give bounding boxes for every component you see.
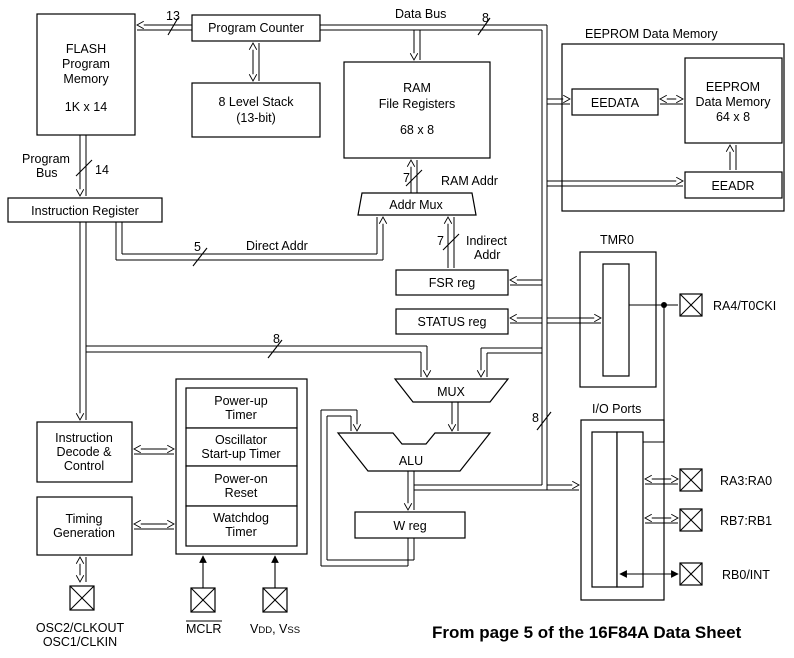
svg-text:8 Level Stack: 8 Level Stack xyxy=(218,95,294,109)
svg-text:EEPROM Data Memory: EEPROM Data Memory xyxy=(585,27,718,41)
alu-shape: ALU xyxy=(336,432,492,472)
instruction-register-box: Instruction Register xyxy=(7,197,163,223)
svg-text:Reset: Reset xyxy=(225,486,258,500)
svg-text:(13-bit): (13-bit) xyxy=(236,111,276,125)
svg-text:Memory: Memory xyxy=(63,72,109,86)
pin-ra3-label: RA3:RA0 xyxy=(720,474,772,488)
program-bus-label-2: Bus xyxy=(36,166,58,180)
indirect-addr-label-2: Addr xyxy=(474,248,500,262)
pin-ra3-icon xyxy=(679,468,703,492)
pin-rb7-label: RB7:RB1 xyxy=(720,514,772,528)
pin-labels: RA4/T0CKI RA3:RA0 RB7:RB1 RB0/INT OSC2/C… xyxy=(36,299,776,649)
svg-text:Instruction Register: Instruction Register xyxy=(31,204,139,218)
svg-text:1K x 14: 1K x 14 xyxy=(65,100,107,114)
stack-box: 8 Level Stack (13-bit) xyxy=(191,82,321,138)
wdt-label: Watchdog xyxy=(213,511,269,525)
pin-ra4-label: RA4/T0CKI xyxy=(713,299,776,313)
program-bus-label-1: Program xyxy=(22,152,70,166)
w-reg-box: W reg xyxy=(354,511,466,539)
svg-text:File Registers: File Registers xyxy=(379,97,455,111)
ram-file-registers: RAM File Registers 68 x 8 xyxy=(343,61,491,159)
svg-text:Timing: Timing xyxy=(65,512,102,526)
program-counter-box: Program Counter xyxy=(191,14,321,42)
svg-text:EEADR: EEADR xyxy=(711,179,754,193)
svg-text:Data Memory: Data Memory xyxy=(695,95,771,109)
pin-vdd-label: VDD, VSS xyxy=(250,622,300,636)
signal-wires xyxy=(199,302,679,588)
svg-text:MUX: MUX xyxy=(437,385,465,399)
pin-rb7-icon xyxy=(679,508,703,532)
ram-addr-label: RAM Addr xyxy=(441,174,498,188)
timing-generation-box: Timing Generation xyxy=(36,496,133,556)
bus-lines: 13 Data Bus 8 Program Bus 14 xyxy=(22,7,737,583)
por-label: Power-on xyxy=(214,472,268,486)
pin-osc-label-2: OSC1/CLKIN xyxy=(43,635,117,649)
bus-13-label: 13 xyxy=(166,9,180,23)
pin-ra4-icon xyxy=(679,293,703,317)
instruction-decode-box: Instruction Decode & Control xyxy=(36,421,133,483)
svg-text:Timer: Timer xyxy=(225,408,256,422)
mux-trapezoid: MUX xyxy=(393,378,510,403)
svg-text:Program Counter: Program Counter xyxy=(208,21,304,35)
svg-text:EEPROM: EEPROM xyxy=(706,80,760,94)
svg-text:Timer: Timer xyxy=(225,525,256,539)
pin-rb0-icon xyxy=(679,562,703,586)
svg-text:I/O Ports: I/O Ports xyxy=(592,402,641,416)
svg-text:STATUS reg: STATUS reg xyxy=(418,315,487,329)
osc-startup-label: Oscillator xyxy=(215,433,267,447)
svg-text:Control: Control xyxy=(64,459,104,473)
svg-text:ALU: ALU xyxy=(399,454,423,468)
svg-text:Program: Program xyxy=(62,57,110,71)
bus-14-label: 14 xyxy=(95,163,109,177)
io-ports-block: I/O Ports xyxy=(580,402,665,601)
svg-text:Addr Mux: Addr Mux xyxy=(389,198,443,212)
svg-text:68 x 8: 68 x 8 xyxy=(400,123,434,137)
bus-8-mid-label: 8 xyxy=(273,332,280,346)
pin-icons xyxy=(69,293,703,613)
svg-text:Decode &: Decode & xyxy=(57,445,113,459)
bus-5-label: 5 xyxy=(194,240,201,254)
svg-text:W reg: W reg xyxy=(393,519,426,533)
pin-mclr-icon xyxy=(190,587,216,613)
tmr0-block: TMR0 xyxy=(579,233,657,388)
flash-program-memory: FLASH Program Memory 1K x 14 xyxy=(36,13,136,136)
pin-rb0-label: RB0/INT xyxy=(722,568,770,582)
indirect-addr-label-1: Indirect xyxy=(466,234,508,248)
eeprom-data-memory-box: EEPROM Data Memory 64 x 8 xyxy=(684,57,783,144)
direct-addr-label: Direct Addr xyxy=(246,239,308,253)
eeadr-box: EEADR xyxy=(684,171,783,199)
svg-text:64 x 8: 64 x 8 xyxy=(716,110,750,124)
svg-text:FSR reg: FSR reg xyxy=(429,276,476,290)
svg-text:Start-up Timer: Start-up Timer xyxy=(201,447,280,461)
timers-reset-group: Power-up Timer Oscillator Start-up Timer… xyxy=(175,378,308,555)
pin-mclr-label: MCLR xyxy=(186,622,221,636)
bus-7-ind-label: 7 xyxy=(437,234,444,248)
svg-text:EEDATA: EEDATA xyxy=(591,96,640,110)
fsr-reg-box: FSR reg xyxy=(395,269,509,296)
pin-vdd-icon xyxy=(262,587,288,613)
pin-osc-label-1: OSC2/CLKOUT xyxy=(36,621,125,635)
bus-7-ram-label: 7 xyxy=(403,171,410,185)
pin-osc-icon xyxy=(69,585,95,611)
eedata-box: EEDATA xyxy=(571,88,659,116)
svg-text:TMR0: TMR0 xyxy=(600,233,634,247)
bus-8-top-label: 8 xyxy=(482,11,489,25)
svg-text:FLASH: FLASH xyxy=(66,42,106,56)
addr-mux: Addr Mux xyxy=(357,192,477,216)
svg-text:Generation: Generation xyxy=(53,526,115,540)
svg-text:Instruction: Instruction xyxy=(55,431,113,445)
bus-8-right-label: 8 xyxy=(532,411,539,425)
powerup-label: Power-up xyxy=(214,394,268,408)
caption: From page 5 of the 16F84A Data Sheet xyxy=(432,623,742,642)
status-reg-box: STATUS reg xyxy=(395,308,509,335)
svg-text:RAM: RAM xyxy=(403,81,431,95)
data-bus-label: Data Bus xyxy=(395,7,446,21)
